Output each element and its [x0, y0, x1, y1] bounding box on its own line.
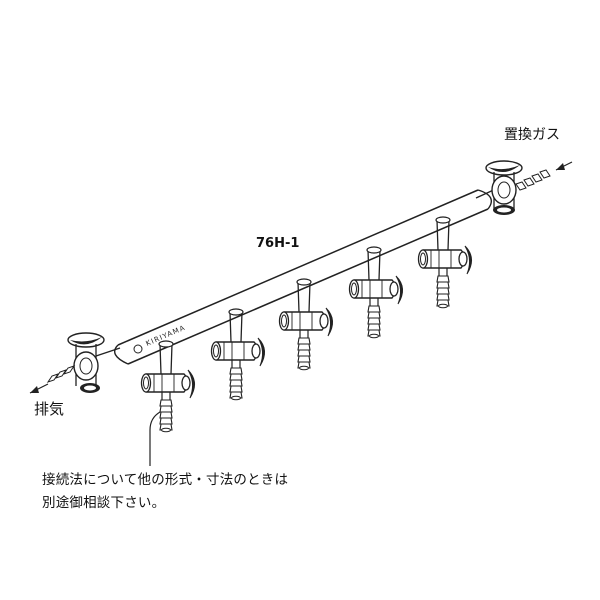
model-label: 76H-1 [256, 236, 300, 251]
inlet-arrow [555, 161, 573, 171]
leader-line [149, 411, 161, 466]
note-line-1: 接続法について他の形式・寸法のときは [42, 472, 289, 488]
tap-5 [417, 216, 473, 309]
inlet-gas-label: 置換ガス [504, 127, 560, 143]
inlet-stopcock [475, 160, 551, 215]
manifold-tube [114, 189, 492, 365]
exhaust-stopcock [46, 332, 121, 393]
tap-2 [210, 308, 266, 401]
exhaust-arrow [29, 383, 49, 394]
tap-4 [348, 246, 404, 339]
tap-3 [278, 278, 334, 371]
note-line-2: 別途御相談下さい。 [42, 495, 166, 511]
exhaust-label: 排気 [34, 400, 65, 418]
